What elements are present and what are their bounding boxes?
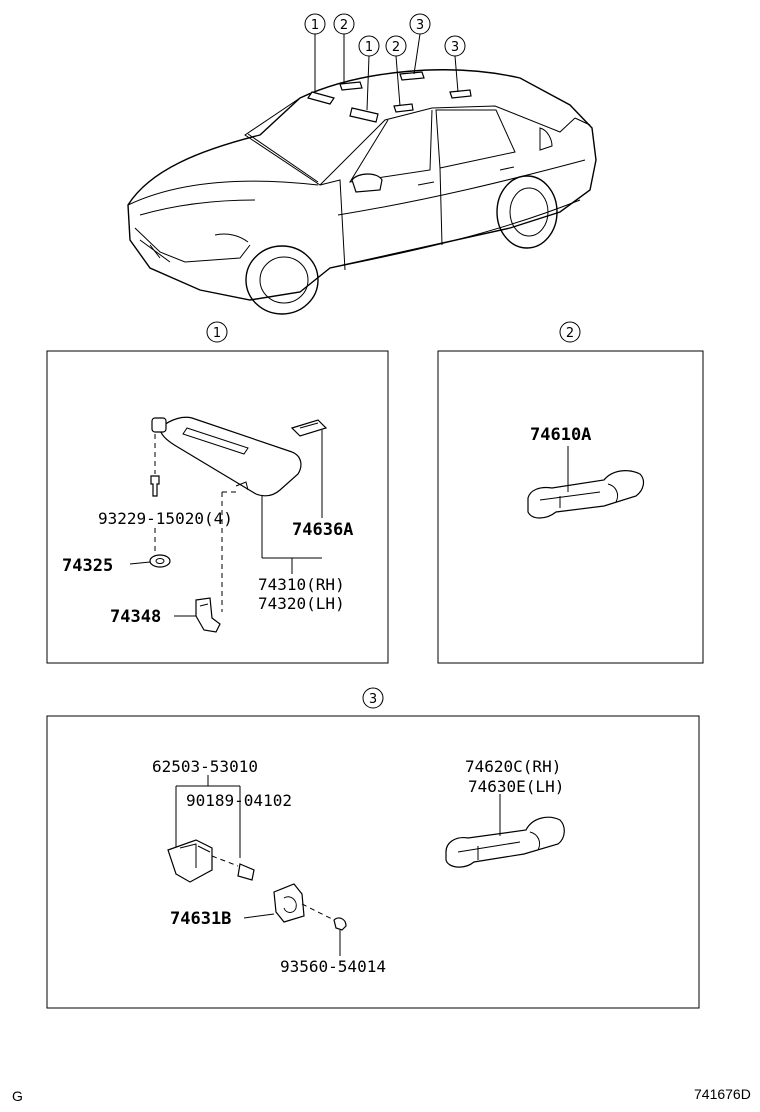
callout-1-b-label: 1 [365,40,373,55]
label-74348: 74348 [110,607,161,627]
section-2: 2 74610A [437,321,704,664]
section-2-box [437,350,704,664]
sun-visor [159,416,302,497]
callout-3-a-label: 3 [416,18,424,33]
callout-1-a-label: 1 [311,18,319,33]
section-1-callout-label: 1 [213,326,221,341]
visor-holder [290,419,328,437]
callout-2-a-label: 2 [340,18,348,33]
label-74630E-lh: 74630E(LH) [468,777,564,796]
assist-grip-74620C [445,816,565,868]
section-3-box [46,715,700,1009]
label-74620C-rh: 74620C(RH) [465,757,561,776]
label-74610A: 74610A [530,425,591,445]
callout-2-a [333,13,355,35]
clip-74348 [195,597,221,633]
section-3-callout [362,687,384,709]
screw-93229 [150,475,160,497]
label-74636A: 74636A [292,520,353,540]
callout-2-b [385,35,407,57]
footer-left-code: G [12,1088,23,1104]
label-93229-15020: 93229-15020(4) [98,509,233,528]
label-74310-rh: 74310(RH) [258,575,345,594]
plug-90189 [237,863,255,881]
section-2-callout [559,321,581,343]
callout-1-a [304,13,326,35]
clip-74631B [273,883,305,923]
section-3: 3 62503-53010 90189-04102 74631B 93560-5… [46,687,700,1009]
section-1-box [46,350,389,664]
visor-pivot [151,417,167,433]
callout-3-b [444,35,466,57]
label-74631B: 74631B [170,909,231,929]
label-62503-53010: 62503-53010 [152,757,258,776]
callout-3-b-label: 3 [451,40,459,55]
car-illustration: 1 2 1 2 3 3 [127,13,597,315]
section-3-callout-label: 3 [369,692,377,707]
screw-93560 [333,917,347,931]
callout-3-a [409,13,431,35]
washer-74325 [149,554,171,568]
label-93560-54014: 93560-54014 [280,957,386,976]
label-90189-04102: 90189-04102 [186,791,292,810]
label-74320-lh: 74320(LH) [258,594,345,613]
section-1-callout [206,321,228,343]
section-1: 1 93229-15020(4) 74325 74348 74636A 74 [46,321,389,664]
footer-illustration-id: 741676D [694,1086,751,1102]
bracket-62503 [167,839,213,883]
section-2-callout-label: 2 [566,326,574,341]
label-74325: 74325 [62,556,113,576]
callout-2-b-label: 2 [392,40,400,55]
callout-1-b [358,35,380,57]
